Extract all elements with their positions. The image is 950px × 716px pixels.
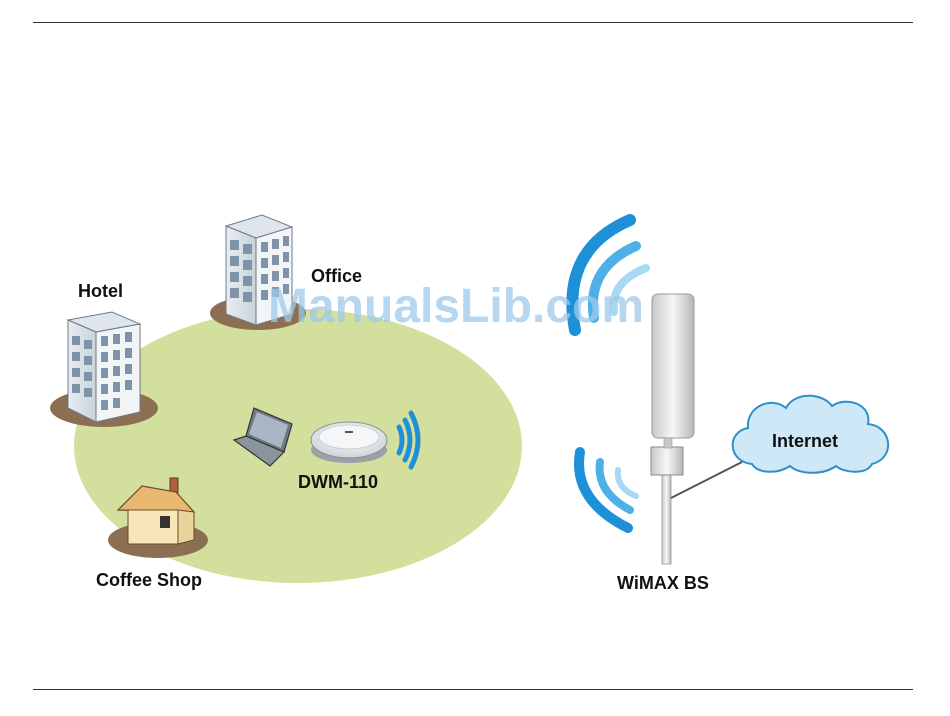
tower-signal-waves-lower-icon <box>579 452 636 528</box>
wimax-tower-icon <box>651 294 694 564</box>
label-internet: Internet <box>772 431 838 451</box>
watermark: ManualsLib.com <box>268 280 644 333</box>
dwm-110-modem-icon <box>311 422 387 463</box>
label-dwm-110: DWM-110 <box>298 472 378 492</box>
label-coffee-shop: Coffee Shop <box>96 570 202 590</box>
label-wimax-bs: WiMAX BS <box>617 573 709 593</box>
label-hotel: Hotel <box>78 281 123 301</box>
